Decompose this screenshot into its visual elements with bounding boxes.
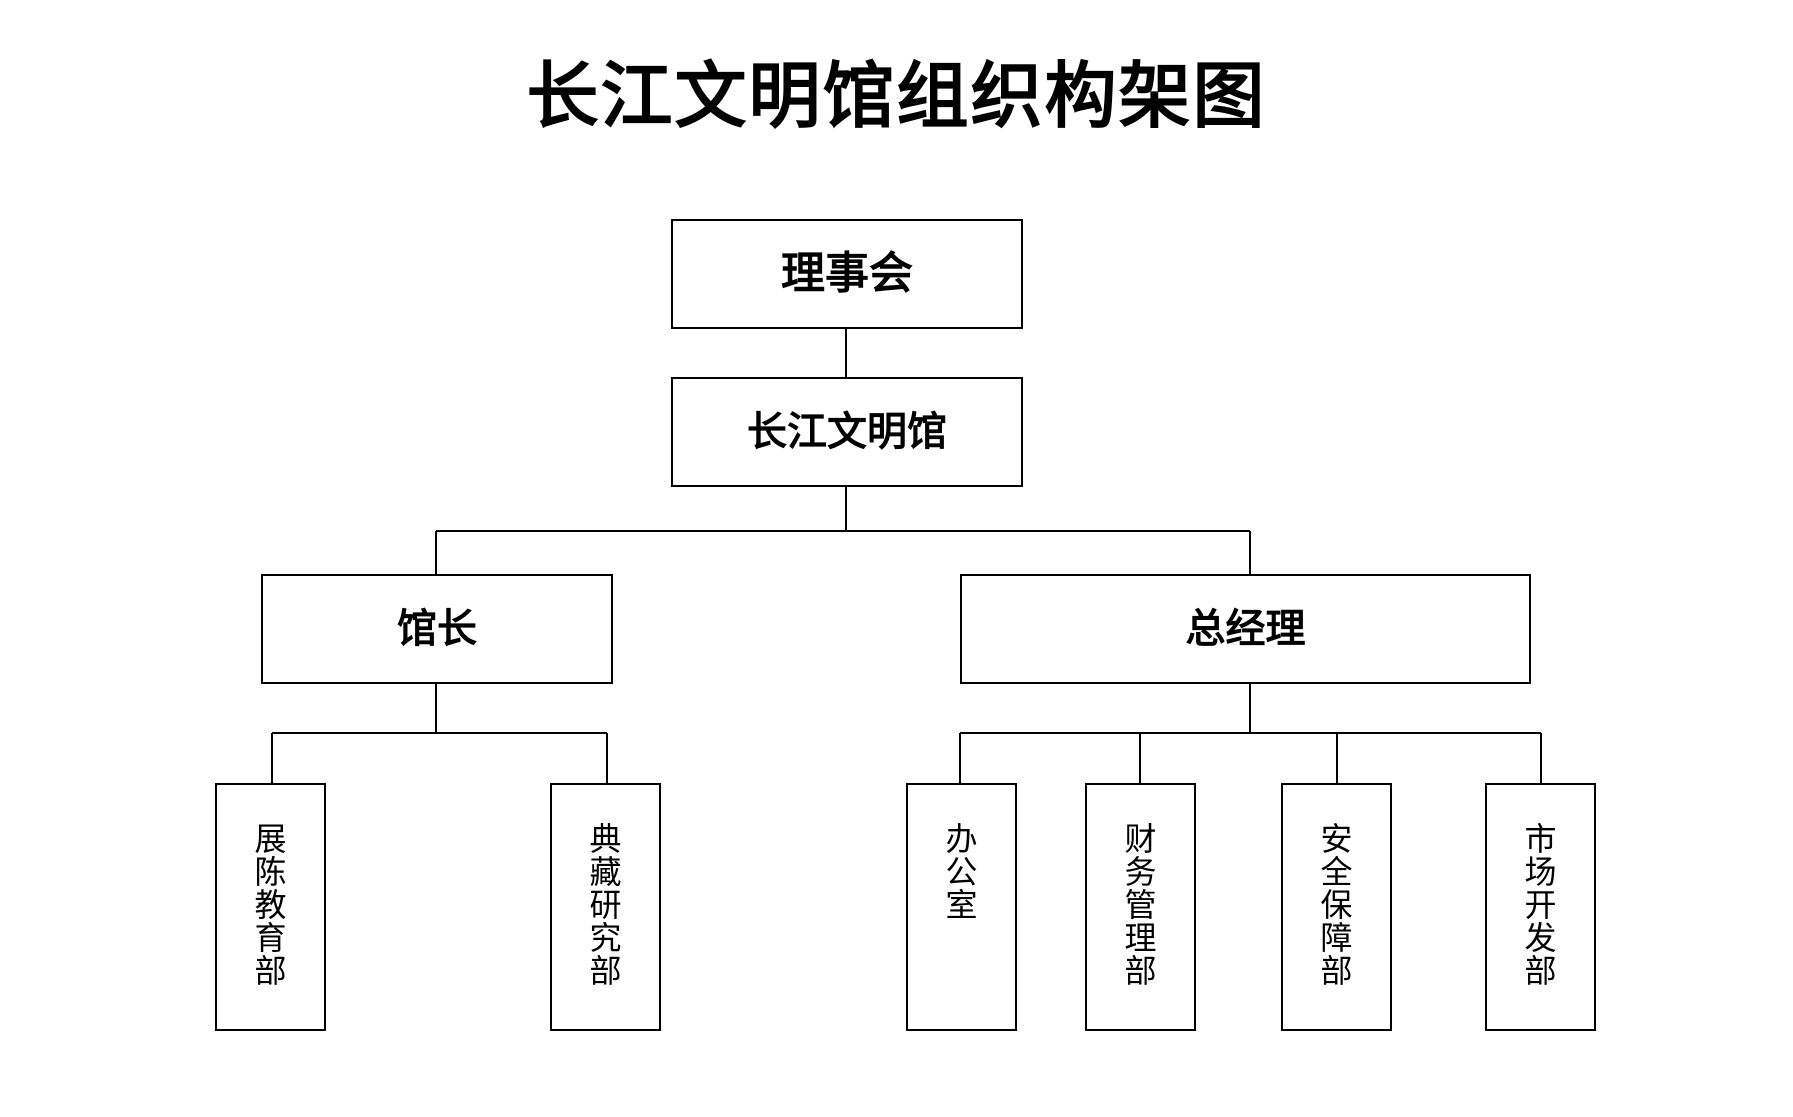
node-collection-label: 典藏研究部 [589, 820, 622, 990]
page-title: 长江文明馆组织构架图 [526, 53, 1267, 138]
node-general-manager: 总经理 [960, 574, 1531, 684]
node-office-label: 办公室 [945, 820, 978, 924]
node-exhibition-label: 展陈教育部 [254, 820, 287, 990]
node-board: 理事会 [671, 219, 1023, 329]
node-marketing: 市场开发部 [1485, 783, 1596, 1031]
node-general-manager-label: 总经理 [1185, 605, 1306, 652]
node-finance-label: 财务管理部 [1124, 820, 1157, 990]
node-exhibition: 展陈教育部 [215, 783, 326, 1031]
node-curator-label: 馆长 [397, 605, 477, 652]
node-marketing-label: 市场开发部 [1524, 820, 1557, 990]
node-office: 办公室 [906, 783, 1017, 1031]
node-board-label: 理事会 [781, 248, 913, 299]
node-museum: 长江文明馆 [671, 377, 1023, 487]
node-museum-label: 长江文明馆 [747, 408, 947, 455]
node-finance: 财务管理部 [1085, 783, 1196, 1031]
node-curator: 馆长 [261, 574, 613, 684]
node-security: 安全保障部 [1281, 783, 1392, 1031]
node-collection: 典藏研究部 [550, 783, 661, 1031]
node-security-label: 安全保障部 [1320, 820, 1353, 990]
